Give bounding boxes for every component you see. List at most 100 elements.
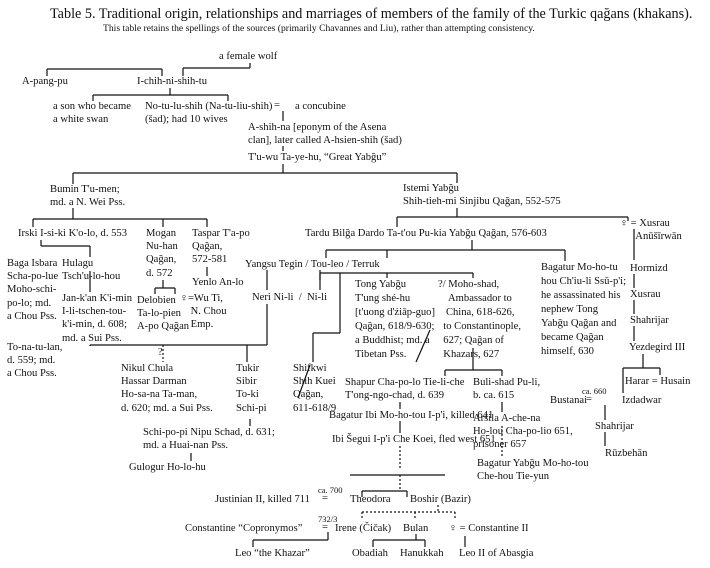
person-female-wolf: a female wolf (219, 50, 277, 63)
person-text-line: became Qağan (541, 332, 604, 343)
person-text-line: Ambassador to (438, 293, 512, 304)
person-tardu: Tardu Bilğa Dardo Ta-t'ou Pu-kia Yabğu Q… (305, 227, 547, 240)
person-text-line: No-tu-lu-shih (Na-tu-liu-shih) (145, 101, 273, 112)
person-text-line: Tardu Bilğa Dardo Ta-t'ou Pu-kia Yabğu Q… (305, 228, 547, 239)
person-text-line: Baga Isbara (7, 258, 58, 269)
person-schi-po-pi: Schi-po-pi Nipu Schad, d. 631;md. a Huai… (143, 426, 275, 452)
person-text-line: Ta-lo-pien (137, 308, 181, 320)
person-text-line: Buli-shad Pu-li, (473, 377, 541, 388)
person-izdadwar: Izdadwar (622, 394, 661, 407)
person-irene: Irene (Čičak) (335, 522, 391, 535)
person-text-line: clan], later called A-hsien-shih (šad) (248, 135, 402, 147)
person-text-line: Bagatur Ibi Mo-ho-tou I-p'i, killed 641 (329, 410, 494, 421)
person-text-line: Sibir (236, 376, 257, 388)
person-ibi-segui: Ibi Šegui I-p'i Che Koei, fled west 651 (332, 433, 496, 446)
person-text-line: d. 620; md. a Sui Pss. (121, 402, 213, 414)
person-text-line: = (274, 100, 280, 111)
person-bustanai-equals: = (586, 393, 592, 406)
marriage-date-justinian: ca. 700 (318, 485, 343, 495)
person-text-line: Justinian II, killed 711 (215, 494, 310, 505)
person-shahrijar-1: Shahrijar (630, 314, 669, 327)
person-text-line: Anūšīrwān (620, 231, 682, 243)
person-text-line: Obadiah (352, 548, 388, 559)
person-text-line: Bagatur Mo-ho-tu (541, 262, 618, 273)
person-text-line: to Constantinople, (438, 321, 521, 332)
person-text-line: A-shih-na [eponym of the Asena (248, 122, 387, 133)
person-text-line: d. 559; md. (7, 355, 56, 367)
person-text-line: Qağan, 618/9-630; (355, 321, 435, 332)
person-text-line: T'u-wu Ta-ye-hu, “Great Yabğu” (248, 152, 387, 163)
person-text-line: Tsch'u-lo-hou (62, 271, 121, 283)
person-text-line: Jan-k'an K'i-min (62, 293, 133, 304)
person-text-line: a Chou Pss. (7, 368, 57, 380)
marriage-date-copronymos: 732/3 (318, 514, 338, 524)
person-theodora: Theodora (350, 493, 391, 506)
person-justinian-equals: = (322, 492, 328, 505)
person-text-line: [t'uong d'źiāp-guo] (355, 307, 436, 318)
person-text-line: Che-hou Tie-yun (477, 471, 550, 483)
person-text-line: Schi-po-pi Nipu Schad, d. 631; (143, 427, 275, 438)
person-text-line: T'ung shé-hu (355, 293, 411, 304)
person-text-line: himself, 630 (541, 346, 594, 357)
person-text-line: Schi-pi (236, 402, 267, 414)
person-text-line: Harar = Husain (625, 376, 691, 387)
person-text-line: Xusrau (630, 289, 661, 300)
person-text-line: d. 572 (146, 267, 173, 279)
person-text-line: Yangsu Tegin / Tou-leo / Terruk (245, 259, 380, 270)
person-text-line: Qağan, (293, 389, 324, 401)
person-text-line: po-lo; md. (7, 297, 52, 309)
person-text-line: 627; Qağan of (438, 335, 504, 346)
person-text-line: Bumin T'u-men; (50, 184, 120, 195)
person-text-line: Leo “the Khazar” (235, 548, 310, 559)
person-text-line: Emp. (180, 319, 214, 331)
person-text-line: Irene (Čičak) (335, 523, 392, 534)
uncertain-mark: ? (158, 347, 163, 358)
person-text-line: Delobien (137, 295, 176, 306)
person-text-line: (šad); had 10 wives (145, 114, 228, 126)
person-text-line: Izdadwar (622, 395, 662, 406)
person-text-line: Theodora (350, 494, 391, 505)
person-leo-ii: Leo II of Abasgia (459, 547, 533, 560)
person-text-line: China, 618-626, (438, 307, 515, 318)
person-justinian: Justinian II, killed 711 (215, 493, 310, 506)
person-marriage-sign-1: = (274, 99, 280, 112)
person-text-line: Rūzbehān (605, 448, 648, 459)
person-text-line: hou Ch'iu-li Ssū-p'i; (541, 276, 627, 287)
person-text-line: A-po Qağan (137, 321, 190, 333)
person-text-line: Scha-po-lue (7, 271, 59, 283)
person-text-line: Aršila A-che-na (473, 413, 541, 424)
person-xusrau: Xusrau (630, 288, 661, 301)
person-text-line: 611-618/9 (293, 402, 337, 414)
person-hormizd: Hormizd (630, 262, 668, 275)
person-gulogur: Gulogur Ho-lo-hu (129, 461, 206, 474)
person-text-line: k'i-min, d. 608; (62, 319, 127, 331)
person-text-line: Khazars, 627 (438, 349, 500, 360)
person-text-line: = (322, 493, 328, 504)
person-concubine: a concubine (295, 100, 346, 113)
person-text-line: ♀=Wu Ti, (180, 293, 223, 304)
person-text-line: Hormizd (630, 263, 668, 274)
person-text-line: Qağan, (192, 241, 223, 253)
person-text-line: Ho-lou Cha-po-lio 651, (473, 426, 573, 438)
person-a-shih-na: A-shih-na [eponym of the Asena clan], lat… (248, 121, 402, 147)
person-text-line: N. Chou (180, 306, 227, 318)
person-copronymos-equals: = (322, 521, 328, 534)
person-text-line: = (322, 522, 328, 533)
person-text-line: A-pang-pu (22, 76, 68, 87)
person-text-line: md. a N. Wei Pss. (50, 197, 126, 209)
person-text-line: a concubine (295, 101, 346, 112)
person-text-line: Bustanai (550, 395, 588, 406)
person-boshir: Boshir (Bazir) (410, 493, 471, 506)
person-bagatur-ibi: Bagatur Ibi Mo-ho-tou I-p'i, killed 641 (329, 409, 493, 422)
person-text-line: Shahrijar (595, 421, 634, 432)
person-text-line: Tibetan Pss. (355, 349, 407, 360)
person-text-line: To-ki (236, 389, 259, 401)
